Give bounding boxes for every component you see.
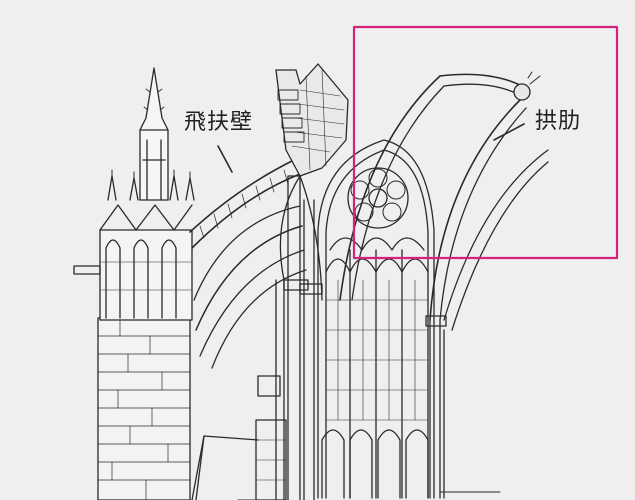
pier-tower — [73, 67, 195, 500]
highlight-box — [352, 25, 619, 260]
tracery-window — [317, 139, 435, 499]
flying-buttress-label: 飛扶壁 — [182, 110, 256, 135]
aisle-roof — [191, 375, 501, 500]
clerestory-wall — [275, 63, 349, 177]
nave-columns — [275, 175, 323, 500]
flying-buttress-arches — [189, 145, 307, 369]
rib-label: 拱肋 — [533, 109, 584, 134]
vault-ribs — [339, 71, 549, 499]
